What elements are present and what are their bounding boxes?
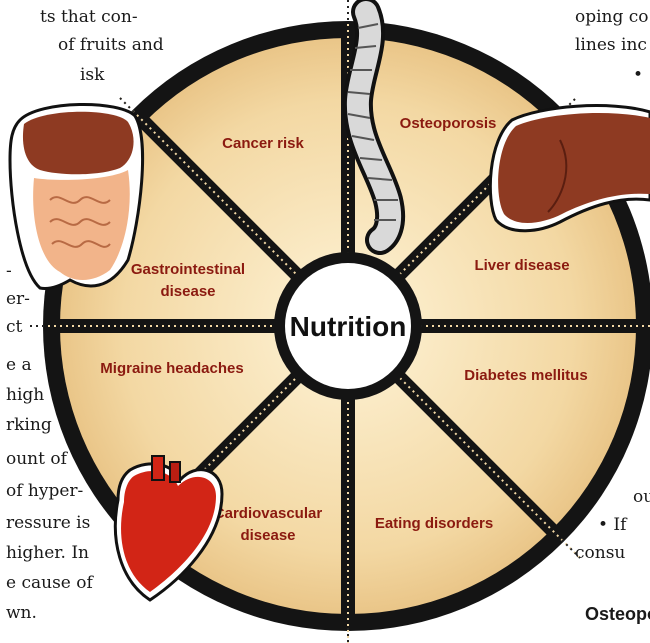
digestive-system-icon <box>10 104 143 288</box>
segment-label: Diabetes mellitus <box>464 367 587 384</box>
segment-label: Cancer risk <box>222 135 304 152</box>
segment-label: Migraine headaches <box>100 360 243 377</box>
segment-label: Osteoporosis <box>400 115 497 132</box>
center-label: Nutrition <box>290 311 407 342</box>
segment-label: Eating disorders <box>375 515 493 532</box>
segment-label: Liver disease <box>474 257 569 274</box>
